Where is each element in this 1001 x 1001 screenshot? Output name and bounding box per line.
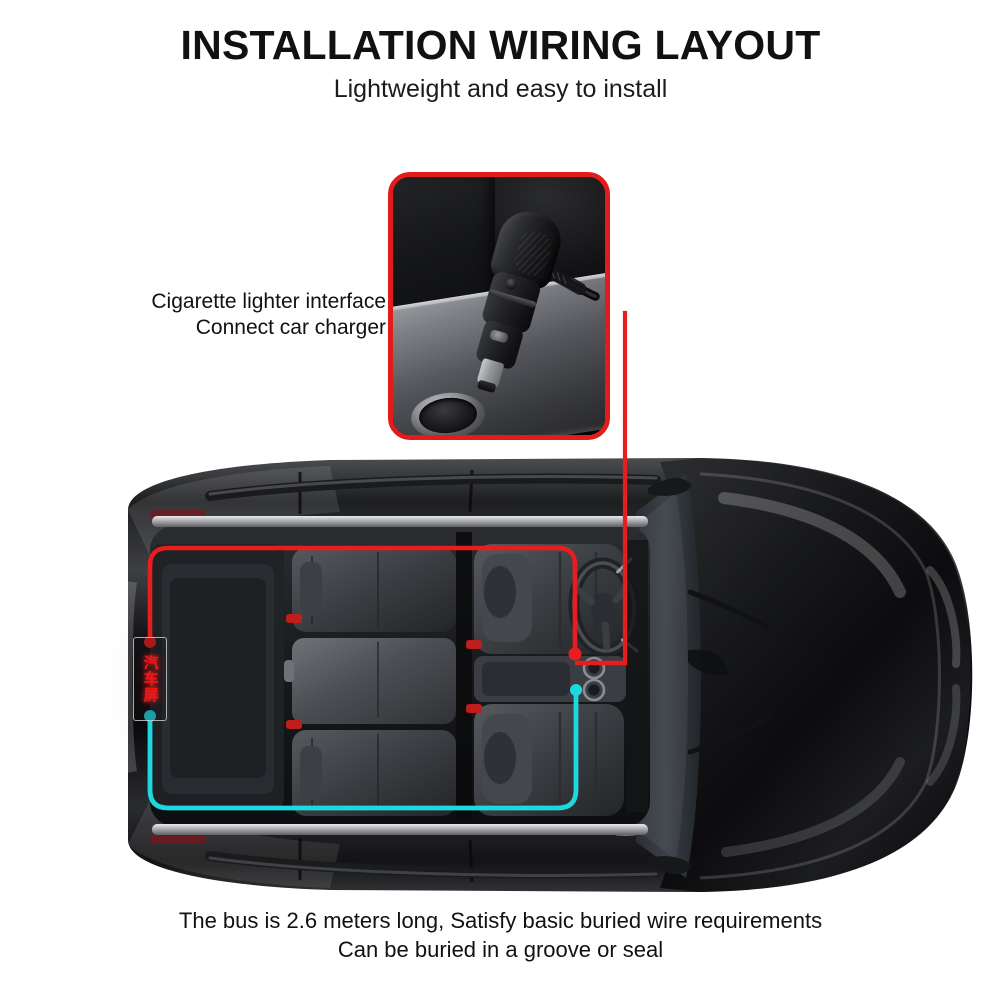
cigarette-lighter-callout-label: Cigarette lighter interface Connect car …	[128, 289, 386, 342]
inset-scene	[393, 177, 605, 435]
footer-line-1: The bus is 2.6 meters long, Satisfy basi…	[178, 908, 823, 933]
car-hood	[660, 458, 971, 892]
callout-line-1: Cigarette lighter interface	[151, 290, 386, 313]
callout-line-2: Connect car charger	[195, 316, 386, 340]
led-display-panel: 汽车屏	[133, 637, 167, 721]
center-console	[474, 656, 626, 702]
page-subtitle: Lightweight and easy to install	[333, 75, 668, 104]
led-display-text: 汽车屏	[141, 655, 160, 703]
cigarette-lighter-inset-photo	[388, 172, 610, 440]
side-mirror-upper	[648, 477, 692, 496]
lower-door-sill	[152, 824, 648, 835]
side-mirror-lower	[648, 856, 692, 875]
windshield	[636, 474, 701, 878]
upper-door-sill	[152, 516, 648, 527]
header: INSTALLATION WIRING LAYOUT Lightweight a…	[0, 22, 1001, 104]
rear-seats	[284, 548, 456, 816]
footer-caption: The bus is 2.6 meters long, Satisfy basi…	[0, 906, 1001, 964]
footer-line-2: Can be buried in a groove or seal	[337, 937, 664, 963]
page-title: INSTALLATION WIRING LAYOUT	[180, 22, 821, 68]
